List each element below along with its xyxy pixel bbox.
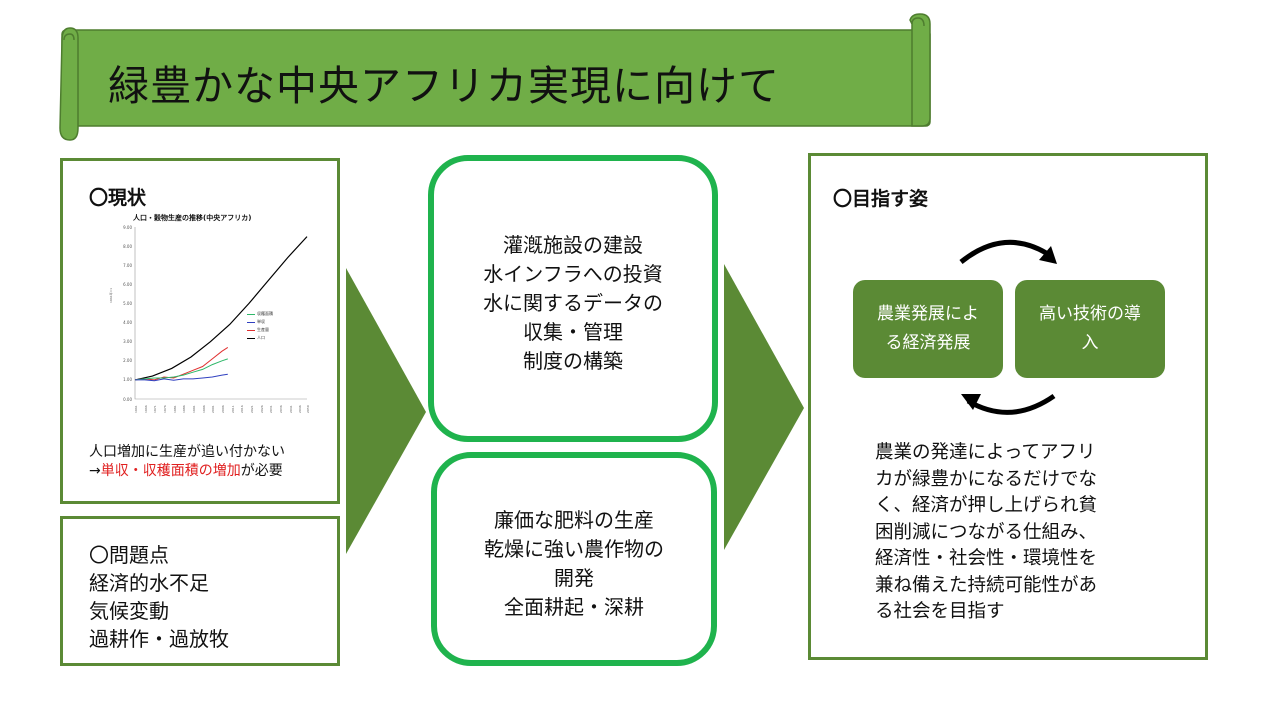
measures-water-box: 灌漑施設の建設 水インフラへの投資 水に関するデータの 収集・管理 制度の構築 (428, 155, 718, 442)
chart-series-line (134, 236, 308, 381)
technology-introduction-box: 高い技術の導 入 (1015, 280, 1165, 378)
measure-line: 全面耕起・深耕 (504, 595, 644, 619)
chart-legend-item: 生産量 (247, 327, 273, 335)
chart-x-tick: 1961 (134, 405, 138, 413)
chevron-arrow-left-icon (346, 268, 426, 554)
chart-y-tick: 9.00 (123, 224, 132, 230)
chevron-arrow-right-icon (724, 264, 804, 550)
caption-suffix: が必要 (240, 463, 283, 479)
chart-legend-label: 単収 (257, 319, 265, 324)
chart-title: 人口・穀物生産の推移(中央アフリカ) (133, 214, 252, 222)
economic-development-box: 農業発展によ る経済発展 (853, 280, 1003, 378)
goal-heading: 〇目指す姿 (833, 188, 929, 210)
chart-x-tick: 2016 (240, 405, 245, 413)
goal-box-line: 入 (1081, 333, 1099, 353)
chart-legend-label: 収穫面積 (257, 311, 273, 316)
chart-y-tick: 3.00 (123, 339, 132, 345)
goal-description-line: 経済性・社会性・環境性を (875, 548, 1098, 569)
measure-line: 制度の構築 (523, 349, 623, 373)
current-caption-line1: 人口増加に生産が追い付かない (89, 444, 285, 460)
measure-line: 灌漑施設の建設 (503, 233, 643, 257)
measure-line: 水に関するデータの (483, 291, 663, 315)
chart-x-tick: 2026 (259, 405, 264, 413)
chart-legend-label: 人口 (257, 335, 265, 340)
chart-series-line (134, 346, 229, 381)
problem-item: 経済的水不足 (89, 571, 209, 595)
chart-x-tick: 2011 (230, 405, 235, 413)
chart-legend-swatch (247, 337, 255, 339)
chart-y-tick: 7.00 (123, 262, 132, 268)
measures-agriculture-box: 廉価な肥料の生産 乾燥に強い農作物の 開発 全面耕起・深耕 (431, 452, 717, 666)
chart-legend-swatch (247, 329, 255, 331)
chart-x-tick: 1981 (172, 405, 177, 413)
goal-box-line: 農業発展によ (877, 304, 979, 324)
measures-agriculture-text: 廉価な肥料の生産 乾燥に強い農作物の 開発 全面耕起・深耕 (437, 506, 711, 622)
chart-legend-swatch (247, 321, 255, 323)
chart-legend-item: 収穫面積 (247, 311, 273, 319)
goal-box-line: 高い技術の導 (1039, 304, 1141, 324)
measures-water-text: 灌漑施設の建設 水インフラへの投資 水に関するデータの 収集・管理 制度の構築 (434, 231, 712, 376)
chart-legend-label: 生産量 (257, 327, 269, 332)
goal-description-line: く、経済が押し上げられ貧 (875, 495, 1098, 516)
chart-x-tick: 1971 (153, 405, 158, 413)
chart-x-tick: 1996 (201, 405, 206, 413)
chart-x-tick: 1986 (182, 405, 187, 413)
chart-x-tick: 2050 (306, 405, 310, 413)
goal-description-line: カが緑豊かになるだけでな (875, 468, 1098, 490)
current-caption-line2: →単収・収穫面積の増加が必要 (89, 460, 283, 480)
cycle-arrows-icon (959, 239, 1057, 415)
measure-line: 乾燥に強い農作物の (484, 537, 664, 561)
chart-plot (134, 227, 308, 400)
chart-x-tick: 2041 (288, 405, 293, 413)
chart-x-tick: 2006 (220, 405, 225, 413)
goal-description-line: 農業の発達によってアフリ (875, 442, 1096, 463)
goal-description-line: 兼ね備えた持続可能性があ (875, 574, 1098, 596)
title-banner (59, 13, 931, 141)
problems-panel: 〇問題点 経済的水不足 気候変動 過耕作・過放牧 (60, 516, 340, 666)
measure-line: 開発 (554, 566, 594, 590)
goal-description-line: る社会を目指す (875, 601, 1005, 622)
chart-x-tick: 2021 (249, 405, 254, 413)
goal-description-line: 困削減につながる仕組み、 (875, 521, 1098, 543)
chart-axes (134, 227, 307, 400)
goal-panel: 〇目指す姿 農業発展によ る経済発展 高い技術の導 入 農業の発達によってアフリ… (808, 153, 1208, 660)
chart-legend: 収穫面積単収生産量人口 (247, 311, 273, 343)
measure-line: 収集・管理 (523, 320, 623, 344)
chart-series-line (135, 373, 228, 382)
page-title: 緑豊かな中央アフリカ実現に向けて (108, 62, 780, 110)
chart-y-tick: 0.00 (123, 396, 132, 402)
caption-highlight: 単収・収穫面積の増加 (100, 463, 241, 479)
chart-y-tick: 5.00 (123, 300, 132, 306)
chart-x-tick: 2046 (298, 405, 303, 413)
chart-series-line (134, 358, 228, 381)
problem-item: 気候変動 (89, 599, 169, 623)
chart-y-tick: 4.00 (123, 320, 132, 326)
chart-legend-swatch (247, 313, 255, 315)
problems-heading: 〇問題点 (89, 543, 169, 567)
chart-x-tick: 1976 (162, 405, 167, 413)
chart-x-tick: 2001 (211, 405, 216, 413)
chart-legend-item: 人口 (247, 335, 273, 343)
measure-line: 水インフラへの投資 (483, 262, 663, 286)
measure-line: 廉価な肥料の生産 (494, 508, 654, 532)
chart-x-tick: 2036 (278, 405, 283, 413)
chart-legend-item: 単収 (247, 319, 273, 327)
chart-x-tick: 2031 (269, 405, 274, 413)
caption-arrow: → (89, 463, 101, 479)
goal-description: 農業の発達によってアフリ カが緑豊かになるだけでな く、経済が押し上げられ貧 困… (875, 440, 1097, 626)
goal-box-line: る経済発展 (885, 333, 971, 353)
chart-y-tick: 8.00 (123, 243, 132, 249)
chart-x-tick: 1966 (143, 405, 148, 413)
problems-list: 〇問題点 経済的水不足 気候変動 過耕作・過放牧 (89, 541, 229, 653)
chart-x-tick: 1991 (191, 405, 196, 413)
current-state-heading: 〇現状 (89, 187, 147, 209)
problem-item: 過耕作・過放牧 (89, 627, 229, 651)
chart-y-tick: 6.00 (123, 281, 132, 287)
chart-y-tick: 1.00 (123, 377, 132, 383)
chart-y-tick: 2.00 (123, 358, 132, 364)
